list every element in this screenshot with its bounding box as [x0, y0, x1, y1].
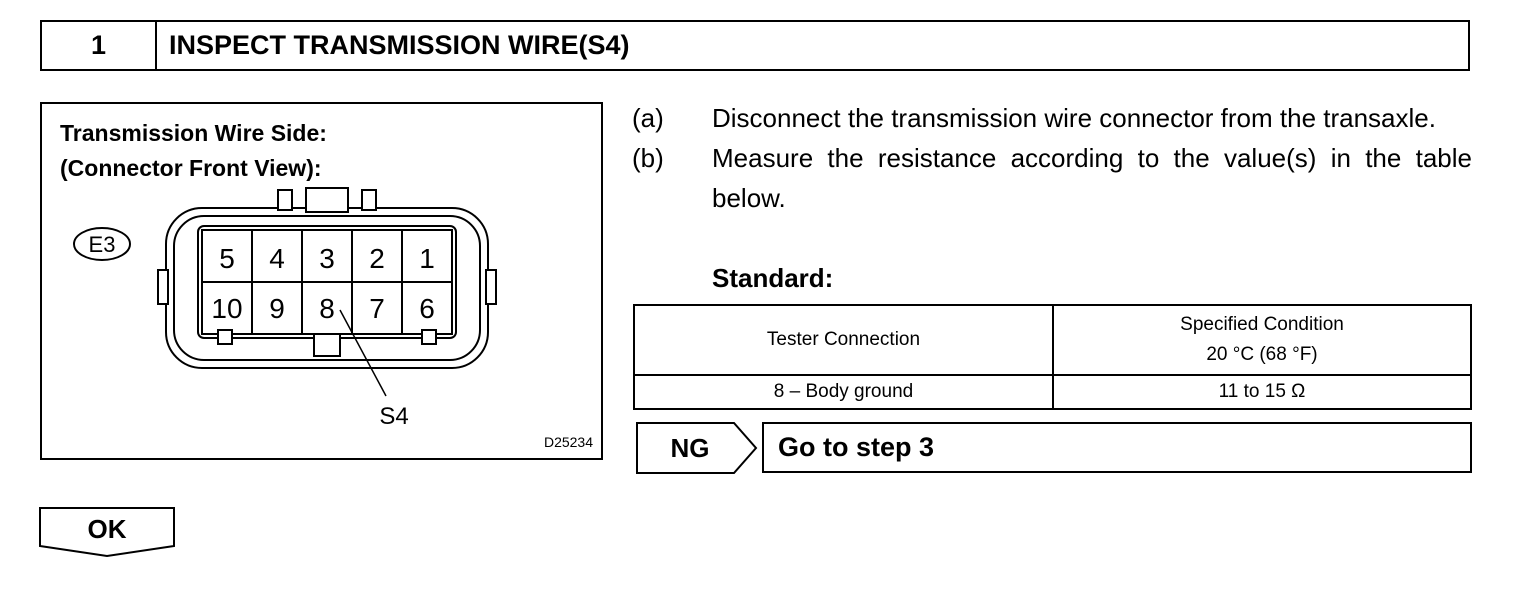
instruction-letter: (b) — [632, 143, 664, 173]
table-cell: 11 to 15 Ω — [1052, 374, 1472, 410]
table-header-row: Tester Connection Specified Condition 20… — [633, 304, 1472, 376]
pin-label: 9 — [269, 293, 285, 324]
pin-leader-line — [339, 309, 387, 397]
pin-label: 8 — [319, 293, 335, 324]
ng-arrow-icon — [636, 422, 758, 474]
pin-label: 5 — [219, 243, 235, 274]
connector-diagram: E3 5 4 3 2 1 10 9 8 7 6 S4 — [73, 187, 497, 430]
table-cell: 8 – Body ground — [633, 374, 1054, 410]
instruction-item: (a) Disconnect the transmission wire con… — [632, 98, 1472, 138]
connector-figure: E3 5 4 3 2 1 10 9 8 7 6 S4 Transmission … — [40, 102, 603, 460]
figure-title-line: Transmission Wire Side: — [60, 120, 327, 146]
pin-label: 4 — [269, 243, 285, 274]
table-header-cell: Specified Condition 20 °C (68 °F) — [1052, 304, 1472, 376]
pin-label: 2 — [369, 243, 385, 274]
header-temperature-line: 20 °C (68 °F) — [1206, 344, 1318, 365]
standard-label: Standard: — [712, 263, 834, 293]
goto-step-link[interactable]: Go to step 3 — [762, 422, 1472, 473]
step-title: INSPECT TRANSMISSION WIRE(S4) — [169, 30, 630, 60]
header-condition-line: Specified Condition — [1180, 314, 1344, 335]
pin-label: 6 — [419, 293, 435, 324]
pin-label: 7 — [369, 293, 385, 324]
step-header: 1 INSPECT TRANSMISSION WIRE(S4) — [40, 20, 1470, 71]
step-number: 1 — [42, 22, 157, 69]
instruction-text: Measure the resistance according to the … — [712, 143, 1472, 213]
pin-callout: S4 — [379, 403, 408, 430]
instruction-item: (b) Measure the resistance according to … — [632, 138, 1472, 218]
ok-arrow-icon — [39, 507, 175, 558]
ok-label: OK — [87, 513, 127, 544]
figure-code: D25234 — [543, 434, 593, 450]
connector-id: E3 — [89, 232, 116, 257]
figure-title: Transmission Wire Side: (Connector Front… — [60, 116, 327, 186]
instruction-list: (a) Disconnect the transmission wire con… — [632, 98, 1472, 218]
pin-label: 1 — [419, 243, 435, 274]
table-header-cell: Tester Connection — [633, 304, 1054, 376]
instruction-text: Disconnect the transmission wire connect… — [712, 103, 1436, 133]
spec-table: Tester Connection Specified Condition 20… — [633, 304, 1472, 410]
ng-label: NG — [670, 433, 710, 463]
pin-label: 3 — [319, 243, 335, 274]
figure-title-line: (Connector Front View): — [60, 155, 322, 181]
table-row: 8 – Body ground 11 to 15 Ω — [633, 374, 1472, 410]
instruction-letter: (a) — [632, 103, 664, 133]
connector-id-oval — [73, 227, 131, 261]
pin-label: 10 — [211, 293, 242, 324]
